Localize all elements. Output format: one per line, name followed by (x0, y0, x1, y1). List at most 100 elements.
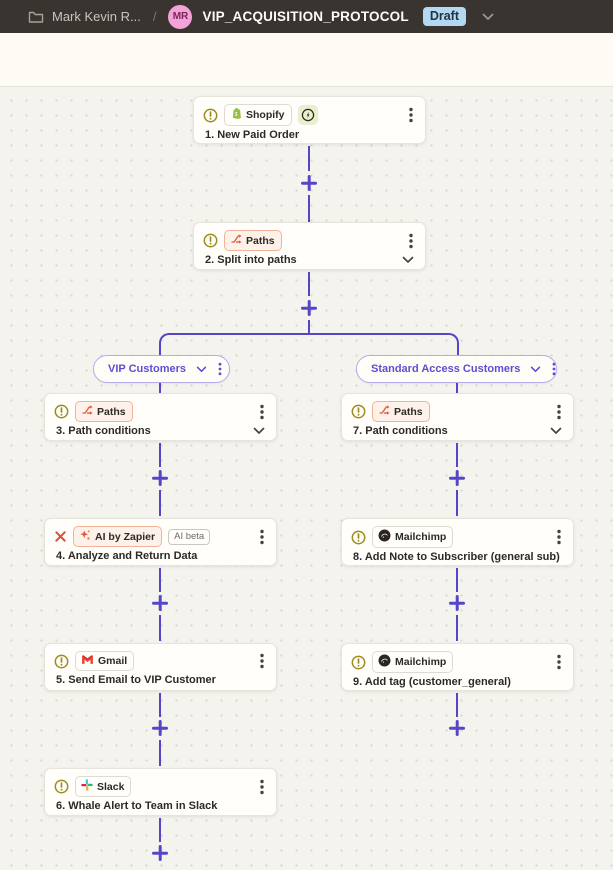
app-label: AI by Zapier (95, 530, 156, 543)
paths-icon (81, 404, 93, 419)
add-step-button[interactable] (152, 595, 168, 611)
kebab-menu-icon[interactable] (406, 232, 416, 250)
connector-line (456, 443, 458, 467)
kebab-menu-icon[interactable] (548, 362, 556, 376)
instant-trigger-icon (297, 105, 318, 125)
app-pill-ai-by-zapier: AI by Zapier (73, 526, 163, 547)
ai-sparkle-icon (79, 529, 91, 544)
error-icon (54, 530, 67, 543)
warning-icon (54, 654, 69, 669)
app-label: Mailchimp (395, 531, 447, 543)
zap-title[interactable]: VIP_ACQUISITION_PROTOCOL (202, 9, 409, 24)
app-label: Slack (97, 780, 125, 793)
slack-icon (81, 779, 93, 794)
add-step-button[interactable] (301, 300, 317, 316)
folder-icon (28, 10, 44, 24)
connector-line (159, 615, 161, 641)
chevron-down-icon[interactable] (550, 427, 562, 435)
app-label: Paths (97, 405, 126, 418)
step-card-6[interactable]: Slack 6. Whale Alert to Team in Slack (44, 768, 277, 816)
breadcrumb-separator: / (152, 9, 157, 24)
connector-line (308, 146, 310, 171)
connector-line (456, 568, 458, 592)
kebab-menu-icon[interactable] (554, 403, 564, 421)
add-step-button[interactable] (449, 595, 465, 611)
workflow-canvas[interactable]: VIP Customers Standard Access Customers (0, 87, 613, 870)
toolbar-strip (0, 33, 613, 87)
kebab-menu-icon[interactable] (554, 528, 564, 546)
add-step-button[interactable] (449, 720, 465, 736)
warning-icon (203, 108, 218, 123)
branch-label: VIP Customers (108, 363, 187, 375)
status-badge: Draft (422, 7, 466, 26)
connector-line (308, 272, 310, 296)
connector-line (456, 693, 458, 717)
add-step-button[interactable] (301, 175, 317, 191)
app-pill-mailchimp: Mailchimp (372, 651, 454, 673)
branch-label: Standard Access Customers (371, 363, 521, 375)
connector-line (159, 693, 161, 717)
avatar: MR (168, 4, 193, 29)
app-pill-paths: Paths (372, 401, 430, 422)
step-card-7[interactable]: Paths 7. Path conditions (341, 393, 574, 441)
warning-icon (54, 404, 69, 419)
step-card-9[interactable]: Mailchimp 9. Add tag (customer_general) (341, 643, 574, 691)
step-title: 1. New Paid Order (205, 129, 300, 141)
step-title: 4. Analyze and Return Data (56, 550, 198, 562)
warning-icon (351, 530, 366, 545)
kebab-menu-icon[interactable] (257, 403, 267, 421)
warning-icon (351, 655, 366, 670)
kebab-menu-icon[interactable] (406, 106, 416, 124)
step-card-1[interactable]: Shopify 1. New Paid Order (193, 96, 426, 144)
step-card-3[interactable]: Paths 3. Path conditions (44, 393, 277, 441)
chevron-down-icon[interactable] (196, 366, 207, 373)
shopify-icon (230, 107, 242, 123)
add-step-button[interactable] (152, 845, 168, 861)
step-title: 9. Add tag (customer_general) (353, 676, 511, 688)
branch-split-connector (159, 333, 459, 355)
kebab-menu-icon[interactable] (257, 778, 267, 796)
branch-pill-vip[interactable]: VIP Customers (93, 355, 230, 383)
kebab-menu-icon[interactable] (257, 528, 267, 546)
app-pill-paths: Paths (75, 401, 133, 422)
step-card-4[interactable]: AI by Zapier AI beta 4. Analyze and Retu… (44, 518, 277, 566)
mailchimp-icon (378, 529, 391, 545)
warning-icon (54, 779, 69, 794)
step-card-5[interactable]: Gmail 5. Send Email to VIP Customer (44, 643, 277, 691)
mailchimp-icon (378, 654, 391, 670)
kebab-menu-icon[interactable] (554, 653, 564, 671)
add-step-button[interactable] (449, 470, 465, 486)
branch-pill-standard[interactable]: Standard Access Customers (356, 355, 557, 383)
app-pill-gmail: Gmail (75, 651, 135, 671)
add-step-button[interactable] (152, 720, 168, 736)
connector-line (159, 490, 161, 516)
step-title: 8. Add Note to Subscriber (general sub) (353, 551, 560, 563)
connector-line (159, 740, 161, 766)
paths-icon (230, 233, 242, 248)
step-title: 7. Path conditions (353, 425, 448, 437)
kebab-menu-icon[interactable] (257, 652, 267, 670)
step-card-2[interactable]: Paths 2. Split into paths (193, 222, 426, 270)
top-bar: Mark Kevin R... / MR VIP_ACQUISITION_PRO… (0, 0, 613, 33)
app-label: Mailchimp (395, 656, 447, 668)
chevron-down-icon[interactable] (530, 366, 541, 373)
step-title: 3. Path conditions (56, 425, 151, 437)
step-card-8[interactable]: Mailchimp 8. Add Note to Subscriber (gen… (341, 518, 574, 566)
breadcrumb-folder-name[interactable]: Mark Kevin R... (52, 9, 141, 24)
connector-line (159, 818, 161, 842)
connector-line (456, 383, 458, 393)
connector-line (159, 443, 161, 467)
warning-icon (203, 233, 218, 248)
chevron-down-icon[interactable] (253, 427, 265, 435)
app-pill-paths: Paths (224, 230, 282, 251)
kebab-menu-icon[interactable] (214, 362, 222, 376)
chevron-down-icon[interactable] (402, 256, 414, 264)
step-title: 6. Whale Alert to Team in Slack (56, 800, 218, 812)
connector-line (456, 490, 458, 516)
app-label: Shopify (246, 109, 285, 121)
title-chevron-down-icon[interactable] (482, 13, 494, 21)
add-step-button[interactable] (152, 470, 168, 486)
connector-line (159, 383, 161, 393)
app-pill-shopify: Shopify (224, 104, 292, 126)
gmail-icon (81, 654, 94, 668)
